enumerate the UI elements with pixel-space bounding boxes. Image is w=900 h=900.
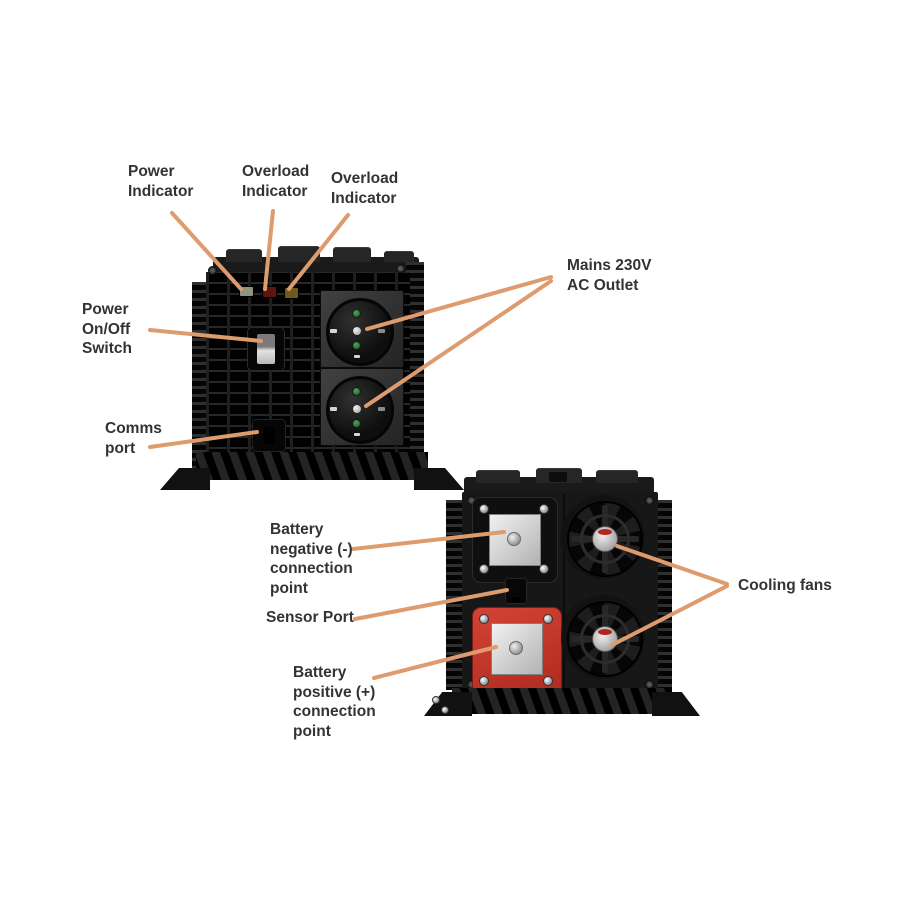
ac-outlet-top-hole <box>352 309 361 318</box>
label-comms-port: Comms port <box>105 420 162 457</box>
power-led-indicator <box>239 286 254 297</box>
label-cooling-fans: Cooling fans <box>738 577 832 594</box>
front-base <box>196 452 428 480</box>
screw <box>645 496 654 505</box>
cooling-fan-bottom <box>567 601 643 677</box>
label-mains-ac-outlet: Mains 230V AC Outlet <box>567 257 652 294</box>
ac-outlet-top-screw <box>353 327 361 335</box>
ac-outlet-top-hole <box>352 341 361 350</box>
positive-terminal-plate <box>491 623 543 675</box>
terminal-screw <box>479 614 489 624</box>
sensor-port-tab <box>512 597 520 602</box>
mounting-foot-right <box>652 692 700 716</box>
battery-positive-terminal <box>472 607 562 695</box>
fan-hub <box>592 526 618 552</box>
earth-clip <box>330 329 337 333</box>
terminal-screw <box>539 564 549 574</box>
ac-outlet-bottom-screw <box>353 405 361 413</box>
battery-negative-terminal <box>472 497 558 583</box>
label-sensor-port: Sensor Port <box>266 609 354 626</box>
terminal-bolt <box>507 532 521 546</box>
screw <box>396 264 405 273</box>
label-battery-negative: Battery negative (-) connection point <box>270 521 353 597</box>
screw <box>645 680 654 689</box>
screw <box>467 680 476 689</box>
terminal-screw <box>543 676 553 686</box>
rear-top-cap-notch <box>549 472 567 482</box>
fan-hub-sticker <box>598 629 612 635</box>
fan-guard-ring <box>580 514 630 564</box>
label-overload-indicator-1: Overload Indicator <box>242 163 310 200</box>
label-overload-indicator-2: Overload Indicator <box>331 170 399 207</box>
label-power-indicator: Power Indicator <box>128 163 194 200</box>
label-battery-positive: Battery positive (+) connection point <box>293 664 376 740</box>
sensor-port <box>505 578 527 604</box>
earth-clip <box>330 407 337 411</box>
terminal-screw <box>539 504 549 514</box>
terminal-screw <box>543 614 553 624</box>
socket-notch <box>354 355 360 358</box>
socket-notch <box>354 433 360 436</box>
negative-terminal-plate <box>489 514 541 566</box>
rear-top-cap-bump <box>476 470 520 483</box>
fan-hub-sticker <box>598 529 612 535</box>
cooling-fan-top <box>567 501 643 577</box>
terminal-bolt <box>509 641 523 655</box>
terminal-screw <box>479 504 489 514</box>
ac-outlet-bottom-hole <box>352 419 361 428</box>
terminal-screw <box>479 676 489 686</box>
foot-screw <box>441 706 449 714</box>
ac-outlet-bottom-hole <box>352 387 361 396</box>
screw <box>467 496 476 505</box>
earth-clip <box>378 407 385 411</box>
rear-top-cap-bump <box>596 470 638 483</box>
panel-seam <box>563 494 565 690</box>
front-top-cap-bump <box>384 251 414 262</box>
rear-base <box>452 688 672 714</box>
terminal-screw <box>479 564 489 574</box>
comms-port-jack <box>263 427 275 444</box>
foot-screw <box>432 696 440 704</box>
fan-hub <box>592 626 618 652</box>
label-power-switch: Power On/Off Switch <box>82 301 132 357</box>
